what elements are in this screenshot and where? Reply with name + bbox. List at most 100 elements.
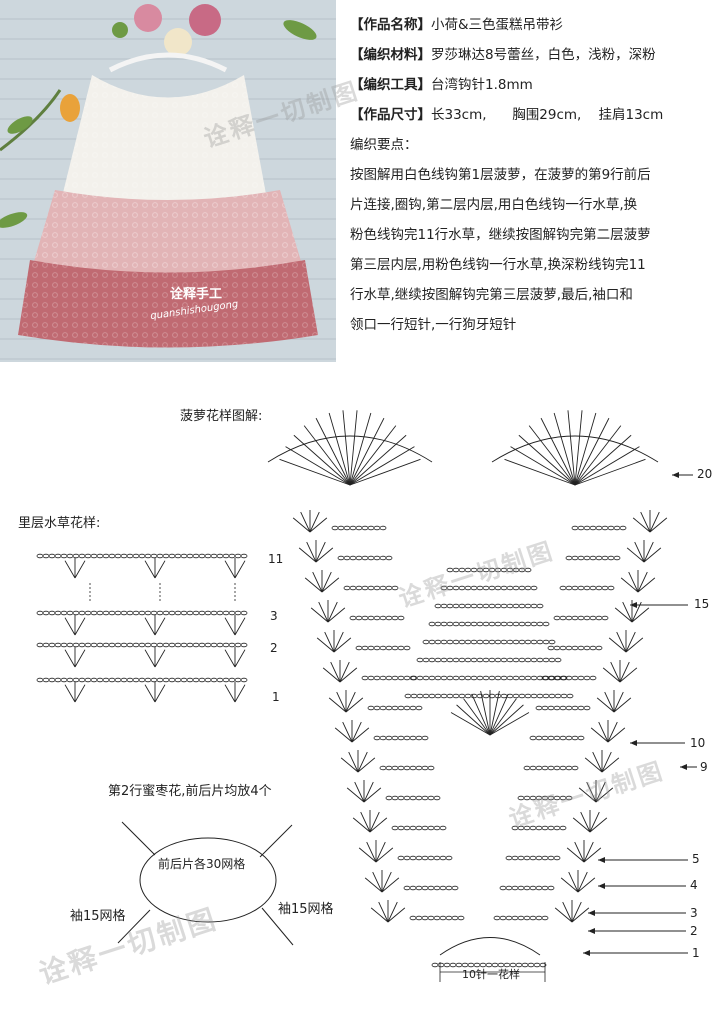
pineapple-side-shell: [292, 517, 311, 533]
pineapple-center-chain: [446, 639, 454, 645]
row-label-4: 4: [690, 878, 698, 892]
inner-chain-row: [96, 677, 104, 683]
pineapple-center-chain: [500, 621, 508, 627]
pineapple-chain: [445, 885, 453, 891]
pineapple-chain: [343, 525, 351, 531]
pineapple-center-chain: [494, 675, 502, 681]
pineapple-chain: [577, 735, 585, 741]
inner-chain-row: [138, 610, 146, 616]
inner-chain-row: [156, 677, 164, 683]
pineapple-chain: [565, 795, 573, 801]
pineapple-chain: [559, 705, 567, 711]
pineapple-side-shell: [351, 721, 362, 743]
pineapple-side-shell: [358, 847, 377, 863]
pineapple-chain: [379, 645, 387, 651]
pineapple-chain: [571, 645, 579, 651]
pineapple-chain: [523, 885, 531, 891]
pineapple-chain: [505, 885, 513, 891]
inner-chain-row: [132, 553, 140, 559]
pineapple-center-chain: [470, 585, 478, 591]
pineapple-chain: [577, 705, 585, 711]
pineapple-center-chain: [500, 603, 508, 609]
pineapple-center-chain: [482, 621, 490, 627]
inner-chain-row: [84, 677, 92, 683]
inner-chain-row: [36, 610, 44, 616]
pineapple-center-chain: [452, 639, 460, 645]
inner-chain-row: [114, 677, 122, 683]
inner-chain-row: [192, 642, 200, 648]
pineapple-center-chain: [446, 567, 454, 573]
pineapple-chain: [415, 705, 423, 711]
pineapple-center-chain: [530, 657, 538, 663]
pineapple-top-fan-left: [342, 410, 351, 486]
pineapple-chain: [541, 855, 549, 861]
pineapple-center-chain: [500, 657, 508, 663]
pineapple-side-shell: [324, 631, 335, 653]
pineapple-center-chain: [524, 693, 532, 699]
base-arc: [439, 937, 541, 956]
pineapple-side-shell: [357, 751, 368, 773]
pineapple-center-chain: [482, 639, 490, 645]
pineapple-chain: [427, 765, 435, 771]
pineapple-chain: [571, 735, 579, 741]
pineapple-center-chain: [560, 693, 568, 699]
pineapple-chain: [367, 615, 375, 621]
info-size-row: 【作品尺寸】长33cm, 胸围29cm, 挂肩13cm: [350, 100, 715, 130]
pineapple-center-chain: [560, 675, 568, 681]
pineapple-side-shell: [613, 697, 632, 713]
inner-chain-row: [222, 642, 230, 648]
pineapple-top-fan-right: [528, 425, 576, 486]
inner-chain-row: [90, 610, 98, 616]
pineapple-chain: [361, 615, 369, 621]
pineapple-chain: [373, 615, 381, 621]
pineapple-bottom-fan: [489, 693, 509, 736]
pineapple-chain: [619, 525, 627, 531]
material-label: 【编织材料】: [350, 47, 431, 63]
pineapple-center-chain: [476, 639, 484, 645]
pineapple-chain: [589, 645, 597, 651]
pineapple-chain: [517, 795, 525, 801]
pineapple-side-shell: [345, 691, 356, 713]
inner-row-11: 11: [268, 552, 284, 566]
pineapple-chain: [385, 555, 393, 561]
pineapple-center-chain: [488, 603, 496, 609]
pineapple-side-shell: [357, 757, 376, 773]
pineapple-chain: [541, 705, 549, 711]
inner-chain-row: [156, 642, 164, 648]
pineapple-center-chain: [536, 603, 544, 609]
pineapple-chain: [583, 615, 591, 621]
pineapple-center-chain: [470, 567, 478, 573]
pineapple-center-chain: [494, 621, 502, 627]
pineapple-center-chain: [530, 693, 538, 699]
pineapple-side-shell: [298, 547, 317, 563]
inner-chain-row: [60, 677, 68, 683]
pineapple-side-shell: [327, 607, 346, 623]
pineapple-chain: [541, 915, 549, 921]
pineapple-side-shell: [566, 847, 585, 863]
notes-line-4: 第三层内层,用粉色线钩一行水草,换深粉线钩完11: [350, 257, 646, 273]
pineapple-chain: [415, 885, 423, 891]
pineapple-chain: [457, 915, 465, 921]
inner-chain-row: [138, 642, 146, 648]
pineapple-side-shell: [589, 811, 600, 833]
pineapple-center-chain: [488, 585, 496, 591]
row-arrowhead: [672, 472, 679, 478]
inner-chain-row: [162, 642, 170, 648]
inner-chain-row: [90, 553, 98, 559]
pineapple-center-chain: [410, 693, 418, 699]
pineapple-center-chain: [518, 567, 526, 573]
notes-line-3: 粉色线钩完11行水草，继续按图解钩完第二层菠萝: [350, 227, 651, 243]
pineapple-side-shell: [616, 631, 627, 653]
inner-chain-row: [72, 642, 80, 648]
pineapple-chain: [391, 825, 399, 831]
inner-fan: [74, 684, 86, 703]
pineapple-chain: [409, 825, 417, 831]
inner-chain-row: [36, 642, 44, 648]
pineapple-side-shell: [610, 661, 621, 683]
pineapple-center-chain: [428, 675, 436, 681]
inner-chain-row: [168, 642, 176, 648]
pineapple-center-chain: [524, 603, 532, 609]
pineapple-side-shell: [378, 901, 389, 923]
inner-chain-row: [180, 610, 188, 616]
pineapple-chain: [391, 765, 399, 771]
